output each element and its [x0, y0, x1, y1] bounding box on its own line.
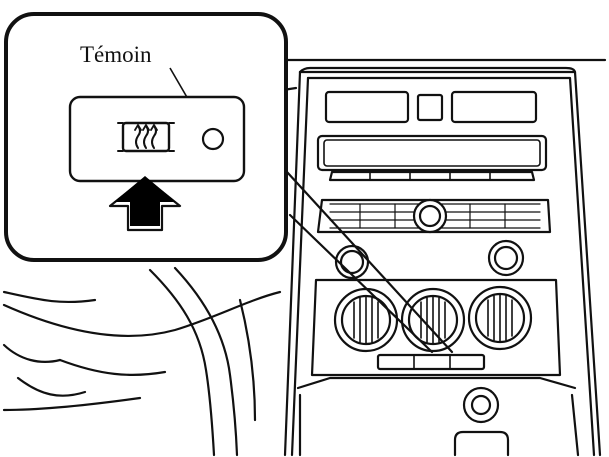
volume-knob[interactable] — [412, 198, 448, 234]
hazard-button[interactable] — [416, 93, 444, 122]
audio-display — [316, 134, 548, 172]
rear-window-defroster-icon[interactable] — [117, 121, 175, 153]
knob-right[interactable] — [487, 239, 525, 277]
climate-panel — [310, 278, 562, 377]
center-console — [283, 66, 602, 457]
arrow-up-icon — [108, 176, 182, 232]
steering-wheel — [2, 266, 282, 457]
climate-buttons-row[interactable] — [376, 353, 486, 371]
power-outlet[interactable] — [462, 386, 500, 424]
audio-buttons-row[interactable] — [328, 170, 536, 182]
radio-strip[interactable] — [316, 198, 552, 234]
top-vent-right — [450, 90, 538, 124]
knob-left[interactable] — [334, 244, 370, 280]
indicator-label: Témoin — [80, 42, 152, 67]
dashboard-illustration — [2, 58, 607, 457]
climate-dial-left[interactable] — [333, 287, 399, 353]
lower-console — [296, 376, 577, 390]
climate-dial-center[interactable] — [400, 287, 466, 353]
climate-dial-right[interactable] — [467, 285, 533, 351]
indicator-light-icon — [201, 127, 225, 151]
callout-pointer — [274, 158, 454, 354]
callout-inset: Témoin — [4, 12, 288, 262]
top-vent-left — [324, 90, 410, 124]
defroster-switch-housing — [68, 95, 246, 183]
